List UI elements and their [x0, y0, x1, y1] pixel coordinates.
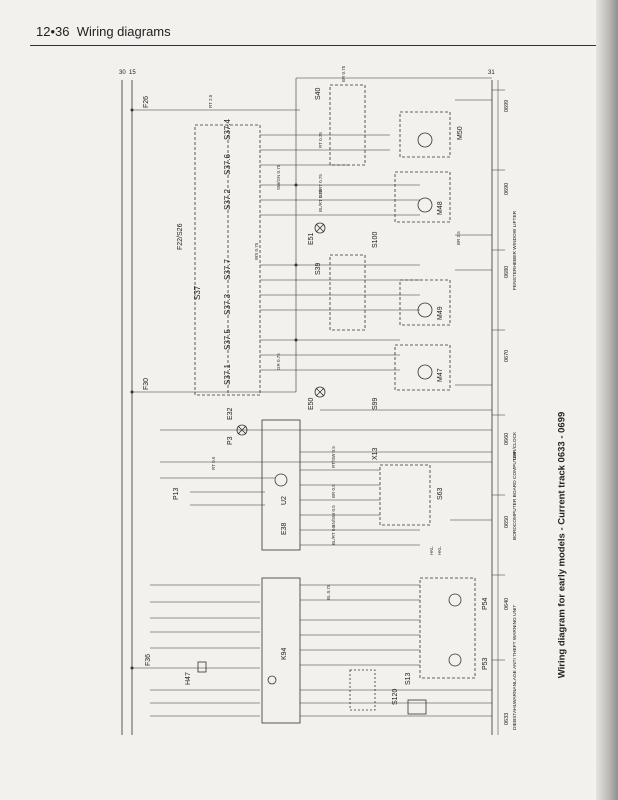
label-e32: E32 — [227, 407, 234, 420]
module-u2-e38 — [261, 419, 301, 551]
wire-label: BR 0.5 — [331, 484, 336, 498]
label-s99: S99 — [372, 397, 379, 410]
label-e51: E51 — [308, 232, 315, 245]
track-number: 0699 — [504, 100, 510, 112]
switch-s40-box — [329, 84, 366, 166]
section-note-clock: UHR/CLOCK — [512, 431, 518, 460]
lamp-e51 — [314, 222, 326, 234]
label-p54: P54 — [482, 597, 489, 610]
wire-label: BR 0.75 — [341, 65, 346, 82]
rail-label-31: 31 — [488, 70, 495, 76]
motor-m50-box — [399, 111, 451, 158]
label-p13: P13 — [173, 487, 180, 500]
wire-label: BL/RT 0.75 — [318, 189, 323, 212]
legend-tag: HKL — [437, 546, 442, 555]
label-s40: S40 — [315, 87, 322, 100]
header-rule — [30, 45, 596, 46]
motor-m48-box — [394, 171, 451, 223]
label-x13: X13 — [372, 447, 379, 460]
anti-theft-p53-p54 — [419, 577, 476, 679]
track-number: 0660 — [504, 433, 510, 445]
wire-label: GN/RT 0.75 — [318, 174, 323, 198]
wire-label: RT 2.5 — [208, 94, 213, 108]
motor-m50-symbol — [417, 132, 433, 148]
label-s37-5: S37.5 — [223, 329, 232, 350]
switch-block-s37 — [194, 124, 261, 396]
track-ticks — [492, 89, 505, 661]
wire-label: RT 0.5 — [211, 456, 216, 470]
label-s37-4: S37.4 — [223, 119, 232, 140]
switch-s39-box — [329, 254, 366, 331]
track-number: 0690 — [504, 183, 510, 195]
label-s37-3: S37.3 — [223, 294, 232, 315]
lamp-e50 — [314, 386, 326, 398]
label-f36: F36 — [145, 654, 152, 666]
label-u2: U2 — [281, 496, 288, 505]
label-p53: P53 — [482, 657, 489, 670]
track-number: 0670 — [504, 350, 510, 362]
motor-m47-box — [394, 344, 451, 391]
wire-label: SW/GN 0.75 — [276, 164, 281, 190]
label-e50: E50 — [308, 397, 315, 410]
rail-label-15: 15 — [129, 70, 136, 76]
label-h47: H47 — [185, 672, 192, 685]
wire-label: BL/RT 0.5 — [331, 524, 336, 545]
motor-m47-symbol — [417, 364, 433, 380]
label-s100: S100 — [372, 232, 379, 248]
wire-label: RT 0.75 — [318, 132, 323, 148]
board-computer-s63 — [379, 464, 431, 526]
section-note-anti-theft: DIEBSTAHLWARNANLAGE ANTI THEFT WARNING U… — [512, 605, 518, 730]
track-number: 0633 — [504, 713, 510, 725]
section-note-windows: FENSTERHEBER WINDOW LIFTER — [512, 210, 518, 290]
label-e38: E38 — [281, 522, 288, 535]
label-m50: M50 — [457, 126, 464, 140]
label-s63: S63 — [437, 487, 444, 500]
feed-wires — [132, 77, 492, 717]
wire-label: GN/SW 0.5 — [331, 505, 336, 528]
label-p3: P3 — [227, 436, 234, 445]
rail-label-30: 30 — [119, 70, 126, 76]
label-s37-2: S37.2 — [223, 189, 232, 210]
label-f26: F26 — [143, 96, 150, 108]
motor-m49-symbol — [417, 302, 433, 318]
manual-page — [0, 0, 604, 800]
wire-label: WS 0.75 — [254, 242, 259, 260]
label-m49: M49 — [437, 306, 444, 320]
label-f22-s26: F22/S26 — [177, 223, 184, 250]
section-note-board-computer: BORDCOMPUTER BOARD COMPUTER — [512, 451, 518, 540]
motor-m48-symbol — [417, 197, 433, 213]
label-s37-7: S37.7 — [223, 259, 232, 280]
label-m47: M47 — [437, 368, 444, 382]
label-m48: M48 — [437, 201, 444, 215]
switch-s120-contact — [407, 699, 427, 715]
label-k94: K94 — [281, 647, 288, 660]
label-s37-6: S37.6 — [223, 154, 232, 175]
label-s120: S120 — [392, 689, 399, 705]
track-number: 0650 — [504, 516, 510, 528]
track-number: 0680 — [504, 266, 510, 278]
label-s37: S37 — [193, 285, 202, 300]
wire-label: BR 2.5 — [456, 231, 461, 245]
lamp-e32 — [236, 424, 248, 436]
page-ref: 12•36 — [36, 24, 70, 39]
wire-label: RT/SW 0.5 — [331, 446, 336, 468]
label-s37-1: S37.1 — [223, 364, 232, 385]
wire-label: BL 0.75 — [326, 584, 331, 600]
label-s39: S39 — [315, 262, 322, 275]
lamp-h47 — [197, 661, 207, 673]
wire-label: GR 0.75 — [276, 353, 281, 370]
legend-tag: HKL — [429, 546, 434, 555]
page-header: 12•36 Wiring diagrams — [36, 24, 171, 39]
label-f30: F30 — [143, 378, 150, 390]
section-title: Wiring diagrams — [76, 24, 171, 39]
motor-m49-box — [399, 279, 451, 326]
switch-s120-box — [349, 669, 376, 711]
page-gutter-shadow — [596, 0, 618, 800]
module-k94 — [261, 577, 301, 724]
track-number: 0640 — [504, 598, 510, 610]
label-s13: S13 — [405, 672, 412, 685]
